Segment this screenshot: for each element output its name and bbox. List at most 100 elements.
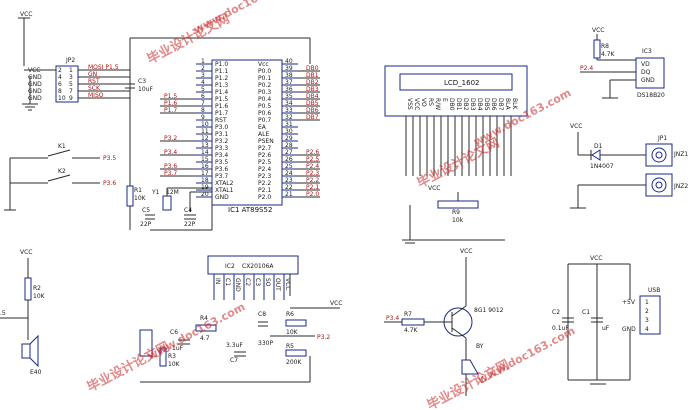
lcd-pin-label: R/W <box>434 98 441 110</box>
watermark: 毕业设计论文网 www.doc163.com 毕业设计论文网 www.doc16… <box>84 0 577 410</box>
k2-net: P3.6 <box>103 180 116 187</box>
ic1-left-pin: P1.7 <box>215 110 228 117</box>
c5-label: C5 <box>142 207 150 214</box>
jp2-pin-num: 4 <box>58 74 62 81</box>
r3-value: 10K <box>168 361 181 368</box>
c6-label: C6 <box>170 329 178 336</box>
ic1-right-pin: P0.1 <box>258 75 271 82</box>
ic1-left-pin: GND <box>215 194 229 201</box>
c7-value: 3.3uF <box>226 342 243 349</box>
jp2-right-label: GN <box>88 71 97 78</box>
ic1-left-pin: P3.7 <box>215 173 228 180</box>
ic1-left-net: P1.6 <box>164 100 177 107</box>
lcd-pin-label: DB0 <box>448 98 455 111</box>
ic1-right-pin: P2.6 <box>258 152 271 159</box>
c6-value: 1uF <box>172 345 184 352</box>
ic1-right-num: 30 <box>285 128 293 135</box>
lcd-label: LCD_1602 <box>444 79 480 87</box>
jp2-right-label: RST <box>88 78 100 85</box>
ic1-right-num: 31 <box>285 121 293 128</box>
c1-value: uF <box>602 325 610 332</box>
lcd-pin-label: VSS <box>406 98 413 110</box>
ic1-left-net: P3.2 <box>164 135 177 142</box>
ic1-left-net: P3.7 <box>164 170 177 177</box>
lcd-pin-label: VO <box>420 98 427 107</box>
k2-label: K2 <box>58 168 66 175</box>
ic1-left-pin: XTAL1 <box>215 187 234 194</box>
ic1-right-num: 22 <box>285 184 293 191</box>
ic1-right-pin: P2.7 <box>258 145 271 152</box>
ic1-left-num: 1 <box>201 58 205 65</box>
by-label: BY <box>476 343 484 350</box>
c5-value: 22P <box>140 221 152 228</box>
jp2-pin-num: 10 <box>58 95 66 102</box>
r2-label: R2 <box>33 285 41 292</box>
usb-vcc: VCC <box>590 255 602 262</box>
c3-value: 10uF <box>138 86 153 93</box>
ic1-left-pin: P3.4 <box>215 152 228 159</box>
ic1-body <box>211 59 283 206</box>
ds-pin-vd: VD <box>641 61 650 68</box>
lcd-pin-label: DB4 <box>476 98 483 111</box>
ic1-right-net: DB6 <box>306 107 319 114</box>
ic1-right-net: DB5 <box>306 100 319 107</box>
usb-pin1: +5V <box>622 299 636 306</box>
ic1-left-num: 17 <box>201 170 209 177</box>
jp2-left-label: GND <box>28 74 42 81</box>
ic1-left-num: 20 <box>201 191 209 198</box>
r1-value: 10K <box>134 195 147 202</box>
ic1-right-num: 27 <box>285 149 293 156</box>
ic1-right-pin: P0.6 <box>258 110 271 117</box>
ic1-left-pin: P1.3 <box>215 82 228 89</box>
ic1-left-pin: P3.3 <box>215 145 228 152</box>
ic1-right-pin: P2.1 <box>258 187 271 194</box>
ic2-vcc: VCC <box>330 300 342 307</box>
usb-num-2: 2 <box>645 308 649 315</box>
lcd-pin-label: RS <box>427 98 434 106</box>
ic2-part: CX20106A <box>242 263 274 270</box>
r7-value: 4.7K <box>404 327 419 334</box>
ic1-right-num: 25 <box>285 163 293 170</box>
ic1-right-num: 26 <box>285 156 293 163</box>
ic1-left-num: 5 <box>201 86 205 93</box>
usb-power: VCC C2 0.1uF C1 uF USB +5V GND 1 2 3 4 <box>552 255 661 385</box>
jp2-left-label: GND <box>28 95 42 102</box>
usb-num-4: 4 <box>645 326 649 333</box>
jnz1-label: JNZ1 <box>673 151 688 158</box>
ic1-left-pin: P1.5 <box>215 96 228 103</box>
r5-value: 200K <box>286 359 302 366</box>
ic1-right-pin: P2.3 <box>258 173 271 180</box>
ic1-right-pin: P2.0 <box>258 194 271 201</box>
jp2-left-label: GND <box>28 81 42 88</box>
c4-capacitor: C4 22P <box>150 200 213 231</box>
ic1-right-net: DB7 <box>306 114 319 121</box>
ic1-left-pin: P1.0 <box>215 61 228 68</box>
jp2-right-label: MISO <box>88 92 104 99</box>
r8-value: 4.7K <box>601 51 616 58</box>
ic1-right-num: 39 <box>285 65 293 72</box>
r9-value: 10k <box>452 217 464 224</box>
ic2-pin-label: IN <box>214 278 221 284</box>
d1-label: D1 <box>594 143 603 150</box>
ic1-left-num: 18 <box>201 177 209 184</box>
jp2-pin-num: 7 <box>69 88 73 95</box>
ic1-right-net: DB4 <box>306 93 319 100</box>
ic1-right-net: P2.6 <box>306 149 319 156</box>
ic1-left-pin: P1.2 <box>215 75 228 82</box>
ic1-left-pin: P3.6 <box>215 166 228 173</box>
ic1-right-pin: P2.4 <box>258 166 271 173</box>
e40-label: E40 <box>30 369 42 376</box>
r8-label: R8 <box>601 43 609 50</box>
ic1-left-num: 6 <box>201 93 205 100</box>
ic2-pin-label: OUT <box>274 278 281 291</box>
rx-passives: R4 4.7 C6 1uF R3 10K 3.3uF C7 C8 330P R6… <box>139 311 311 383</box>
jp2-pin-num: 5 <box>69 81 73 88</box>
k1-net: P3.5 <box>103 155 116 162</box>
ds-pin-gnd: GND <box>641 77 655 84</box>
ic1-right-net: P2.5 <box>306 156 319 163</box>
ic2-pin-label: C2 <box>244 278 251 286</box>
lcd-pin-label: DB3 <box>469 98 476 111</box>
jp2-right-label: SCK <box>88 85 101 92</box>
ic1-right-net: DB1 <box>306 72 319 79</box>
